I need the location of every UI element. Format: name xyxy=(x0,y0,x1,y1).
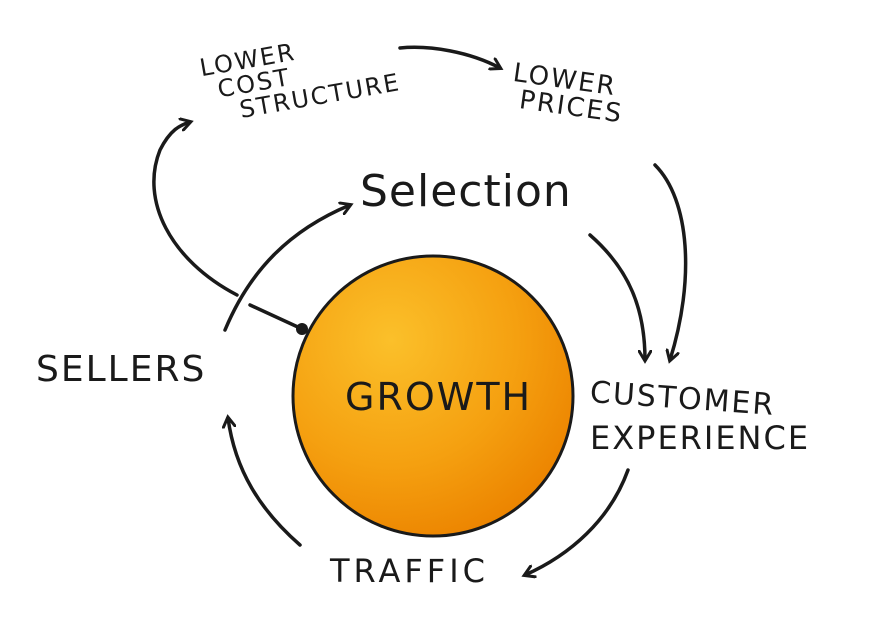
arrow-customer-experience-to-traffic xyxy=(525,468,630,575)
label-selection: Selection xyxy=(360,166,572,217)
label-sellers: SELLERS xyxy=(36,349,207,390)
arrow-into-growth xyxy=(248,303,302,330)
experience-line: EXPERIENCE xyxy=(590,419,811,457)
arrow-sellers-to-selection xyxy=(223,205,350,332)
label-growth: GROWTH xyxy=(345,375,533,419)
arrow-traffic-to-sellers xyxy=(228,418,302,547)
growth-circle xyxy=(291,254,575,538)
label-customer-experience: CUSTOMER EXPERIENCE xyxy=(588,375,811,457)
label-traffic: TRAFFIC xyxy=(330,552,489,590)
arrow-selection-to-customer-experience xyxy=(588,233,645,360)
customer-line: CUSTOMER xyxy=(588,375,777,423)
arrow-sellers-to-lower-cost xyxy=(152,122,239,297)
arrow-lower-cost-to-lower-prices xyxy=(398,45,500,68)
junction-dot xyxy=(296,323,308,335)
arrow-lower-prices-to-customer-experience xyxy=(653,163,688,360)
